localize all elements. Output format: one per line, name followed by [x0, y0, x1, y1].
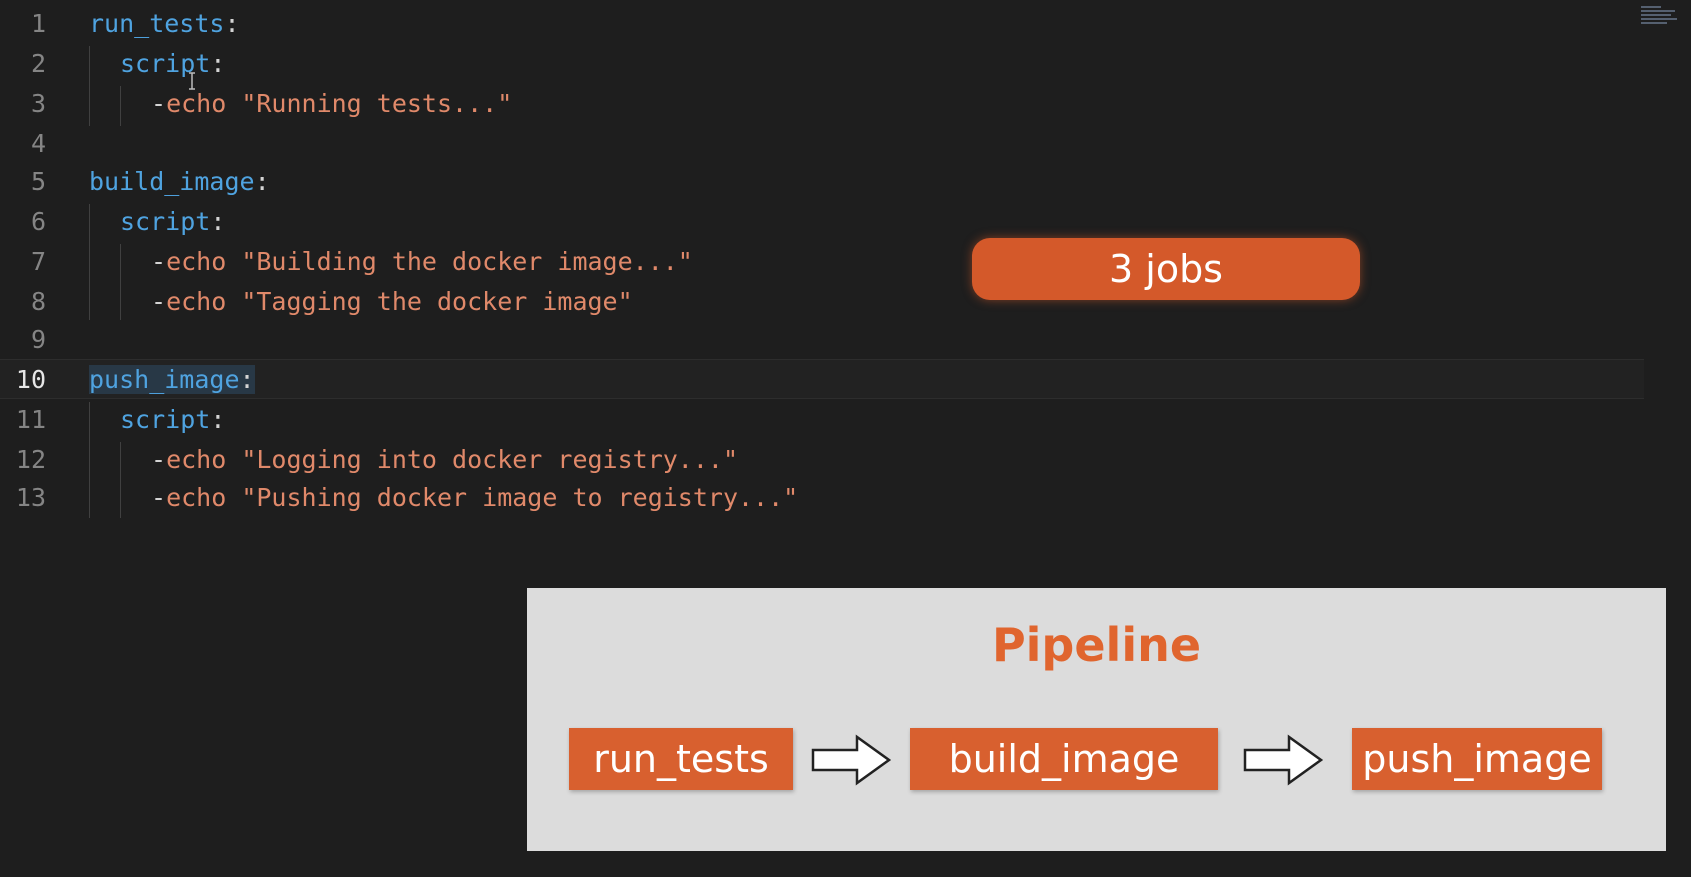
yaml-string: echo "Tagging the docker image"	[166, 286, 633, 316]
list-dash: -	[151, 286, 167, 316]
text-cursor-icon	[189, 72, 195, 90]
yaml-key: script	[120, 404, 211, 434]
code-line[interactable]: 4	[0, 123, 1644, 163]
code-line[interactable]: 9	[0, 319, 1644, 359]
stage-push-image: push_image	[1352, 728, 1602, 790]
indent-guide	[89, 204, 90, 320]
line-number: 6	[30, 206, 46, 236]
yaml-string: echo "Running tests..."	[166, 88, 513, 118]
indent-guide	[120, 442, 121, 518]
yaml-key: run_tests	[89, 8, 225, 38]
yaml-key: build_image	[89, 166, 255, 196]
code-line[interactable]: 12 - echo "Logging into docker registry.…	[0, 439, 1644, 479]
code-line[interactable]: 5 build_image:	[0, 161, 1644, 201]
yaml-colon: :	[210, 404, 226, 434]
list-dash: -	[151, 482, 167, 512]
yaml-string: echo "Logging into docker registry..."	[166, 444, 739, 474]
code-line[interactable]: 8 - echo "Tagging the docker image"	[0, 281, 1644, 321]
yaml-colon: :	[210, 206, 226, 236]
yaml-string: echo "Building the docker image..."	[166, 246, 693, 276]
line-number: 13	[15, 482, 46, 512]
code-line[interactable]: 11 script:	[0, 399, 1644, 439]
yaml-key: push_image	[89, 364, 240, 394]
list-dash: -	[151, 444, 167, 474]
arrow-right-icon	[811, 734, 891, 786]
line-number: 1	[30, 8, 46, 38]
indent-guide	[89, 402, 90, 518]
code-line[interactable]: 2 script:	[0, 43, 1644, 83]
line-number: 11	[15, 404, 46, 434]
line-number: 5	[30, 166, 46, 196]
pipeline-title: Pipeline	[991, 618, 1202, 672]
line-number: 2	[30, 48, 46, 78]
jobs-count-badge: 3 jobs	[972, 238, 1360, 300]
yaml-key: script	[120, 206, 211, 236]
current-line[interactable]: 10 push_image:	[0, 359, 1644, 399]
line-number: 7	[30, 246, 46, 276]
indent-guide	[89, 46, 90, 126]
line-number: 4	[30, 128, 46, 158]
indent-guide	[120, 244, 121, 320]
yaml-colon: :	[239, 364, 255, 394]
stage-run-tests: run_tests	[569, 728, 793, 790]
code-line[interactable]: 13 - echo "Pushing docker image to regis…	[0, 477, 1644, 517]
line-number: 3	[30, 88, 46, 118]
line-number: 8	[30, 286, 46, 316]
minimap[interactable]	[1641, 6, 1681, 32]
list-dash: -	[151, 88, 167, 118]
yaml-string: echo "Pushing docker image to registry..…	[166, 482, 799, 512]
line-number: 10	[15, 364, 46, 394]
pipeline-diagram: Pipeline run_tests build_image push_imag…	[527, 588, 1666, 851]
yaml-colon: :	[210, 48, 226, 78]
arrow-right-icon	[1243, 734, 1323, 786]
line-number: 9	[30, 324, 46, 354]
yaml-colon: :	[224, 8, 240, 38]
stage-build-image: build_image	[910, 728, 1218, 790]
list-dash: -	[151, 246, 167, 276]
yaml-key: script	[120, 48, 211, 78]
code-line[interactable]: 3 - echo "Running tests..."	[0, 83, 1644, 123]
line-number: 12	[15, 444, 46, 474]
code-line[interactable]: 1 run_tests:	[0, 3, 1644, 43]
indent-guide	[120, 86, 121, 126]
yaml-colon: :	[254, 166, 270, 196]
code-line[interactable]: 7 - echo "Building the docker image..."	[0, 241, 1644, 281]
code-line[interactable]: 6 script:	[0, 201, 1644, 241]
